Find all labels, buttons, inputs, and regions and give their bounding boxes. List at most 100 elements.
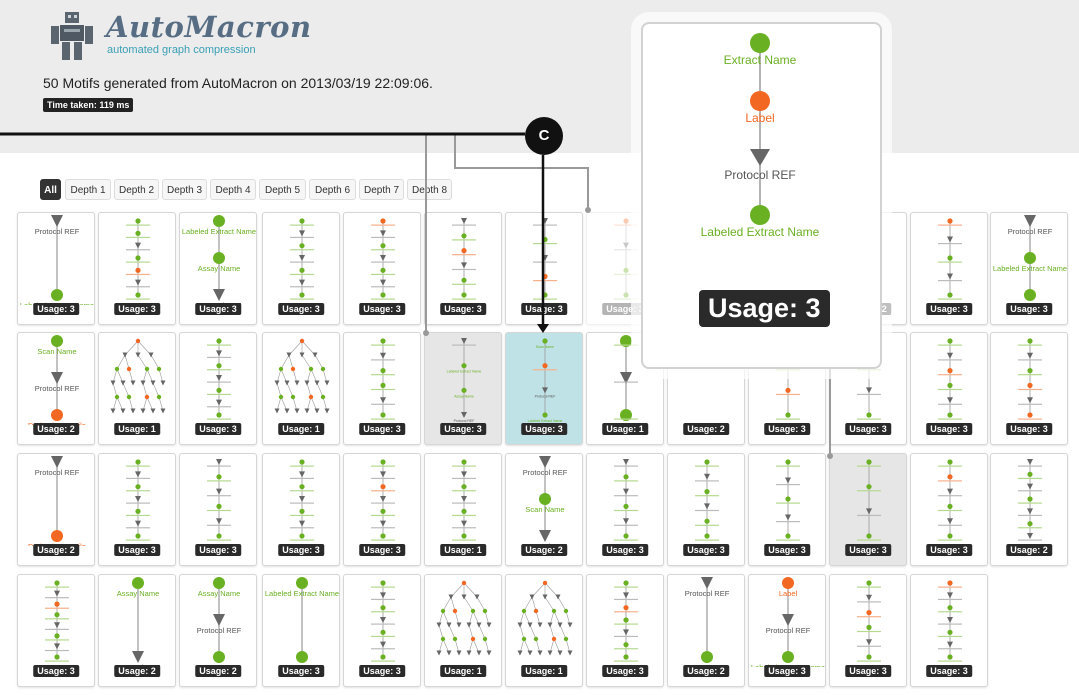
motif-card[interactable]: Usage: 3 bbox=[262, 212, 340, 325]
motif-node bbox=[542, 255, 548, 261]
motif-node-label-mark bbox=[938, 611, 962, 613]
motif-node-label-mark bbox=[452, 502, 476, 504]
motif-card[interactable]: Usage: 3 bbox=[829, 574, 907, 687]
motif-node-label-mark bbox=[614, 381, 638, 383]
motif-graph bbox=[938, 459, 962, 541]
motif-edge bbox=[448, 624, 456, 640]
motif-card[interactable]: Usage: 3 bbox=[910, 574, 988, 687]
motif-card[interactable]: Usage: 1 bbox=[424, 574, 502, 687]
motif-node-label-mark bbox=[695, 509, 719, 512]
motif-node-label-mark bbox=[290, 261, 314, 263]
motif-graph bbox=[371, 459, 395, 541]
motif-node bbox=[144, 366, 150, 372]
motif-card[interactable]: Usage: 1 bbox=[505, 574, 583, 687]
motif-card[interactable]: Usage: 3 bbox=[586, 453, 664, 566]
motif-card[interactable]: Protocol REFDerived Data FileUsage: 2 bbox=[17, 453, 95, 566]
motif-card[interactable]: Usage: 3 bbox=[17, 574, 95, 687]
motif-node bbox=[947, 292, 953, 298]
motif-card[interactable]: Usage: 3 bbox=[343, 212, 421, 325]
motif-node-label-mark bbox=[371, 418, 395, 420]
motif-node bbox=[542, 273, 548, 280]
motif-card[interactable]: Usage: 3 bbox=[262, 453, 340, 566]
motif-card[interactable]: Usage: 3 bbox=[179, 453, 257, 566]
tab-depth-5[interactable]: Depth 5 bbox=[259, 179, 306, 200]
motif-node-label-mark bbox=[857, 490, 881, 492]
motif-card[interactable]: Usage: 3 bbox=[990, 332, 1068, 445]
motif-edge bbox=[112, 382, 118, 398]
motif-node-label-mark bbox=[614, 224, 638, 226]
motif-graph bbox=[614, 335, 638, 421]
motif-node-label-mark bbox=[938, 524, 962, 526]
motif-node bbox=[51, 289, 63, 301]
motif-card[interactable]: Usage: 3 bbox=[343, 453, 421, 566]
motif-node bbox=[461, 248, 467, 254]
motif-node bbox=[785, 533, 791, 539]
tab-depth-3[interactable]: Depth 3 bbox=[162, 179, 207, 200]
motif-node bbox=[527, 650, 533, 656]
motif-node bbox=[456, 650, 462, 656]
motif-card[interactable]: Usage: 3 bbox=[98, 212, 176, 325]
motif-card[interactable]: Usage: 1 bbox=[424, 453, 502, 566]
tab-depth-7[interactable]: Depth 7 bbox=[359, 179, 404, 200]
motif-node bbox=[555, 594, 561, 600]
motif-node bbox=[866, 387, 872, 394]
motif-card[interactable]: Usage: 3 bbox=[586, 574, 664, 687]
tab-depth-2[interactable]: Depth 2 bbox=[114, 179, 159, 200]
motif-card[interactable]: Usage: 3 bbox=[343, 332, 421, 445]
motif-card[interactable]: Usage: 3 bbox=[829, 453, 907, 566]
motif-node bbox=[542, 387, 548, 394]
motif-card[interactable]: Usage: 3 bbox=[667, 453, 745, 566]
motif-card[interactable]: Usage: 1 bbox=[262, 332, 340, 445]
motif-node-label-mark bbox=[938, 635, 962, 638]
motif-node-label-mark bbox=[126, 490, 150, 492]
tab-all[interactable]: All bbox=[40, 179, 61, 200]
motif-card[interactable]: Usage: 3 bbox=[910, 332, 988, 445]
motif-card[interactable]: Usage: 2 bbox=[990, 453, 1068, 566]
motif-card[interactable]: Usage: 3 bbox=[910, 212, 988, 325]
usage-badge: Usage: 3 bbox=[33, 303, 79, 315]
motif-edge bbox=[142, 382, 148, 398]
motif-card[interactable]: Usage: 3 bbox=[343, 574, 421, 687]
motif-graph bbox=[110, 338, 166, 414]
motif-node bbox=[299, 243, 305, 249]
motif-card[interactable]: Usage: 1 bbox=[98, 332, 176, 445]
motif-node bbox=[567, 622, 573, 628]
tab-depth-6[interactable]: Depth 6 bbox=[309, 179, 356, 200]
usage-badge: Usage: 3 bbox=[764, 423, 810, 435]
popup-node-circle bbox=[750, 91, 770, 111]
motif-node-label-mark bbox=[290, 490, 314, 492]
motif-card[interactable]: Usage: 3 bbox=[910, 453, 988, 566]
motif-card[interactable]: Usage: 3 bbox=[98, 453, 176, 566]
motif-node-label-mark bbox=[533, 243, 557, 245]
tab-depth-8[interactable]: Depth 8 bbox=[407, 179, 452, 200]
usage-badge: Usage: 2 bbox=[1006, 544, 1052, 556]
motif-node bbox=[216, 474, 222, 480]
motif-card[interactable]: Usage: 3 bbox=[424, 212, 502, 325]
motif-node bbox=[380, 580, 386, 586]
motif-card[interactable]: Usage: 3 bbox=[748, 453, 826, 566]
tab-depth-4[interactable]: Depth 4 bbox=[210, 179, 256, 200]
motif-node-label-mark bbox=[371, 635, 395, 638]
motif-node-label: Scan Name bbox=[536, 345, 554, 349]
motif-card[interactable]: Usage: 3 bbox=[505, 212, 583, 325]
motif-node bbox=[947, 352, 953, 359]
usage-badge: Usage: 3 bbox=[359, 423, 405, 435]
motif-node bbox=[160, 380, 166, 386]
tab-depth-1[interactable]: Depth 1 bbox=[65, 179, 111, 200]
motif-card[interactable]: Usage: 3 bbox=[179, 332, 257, 445]
motif-node bbox=[380, 508, 386, 514]
